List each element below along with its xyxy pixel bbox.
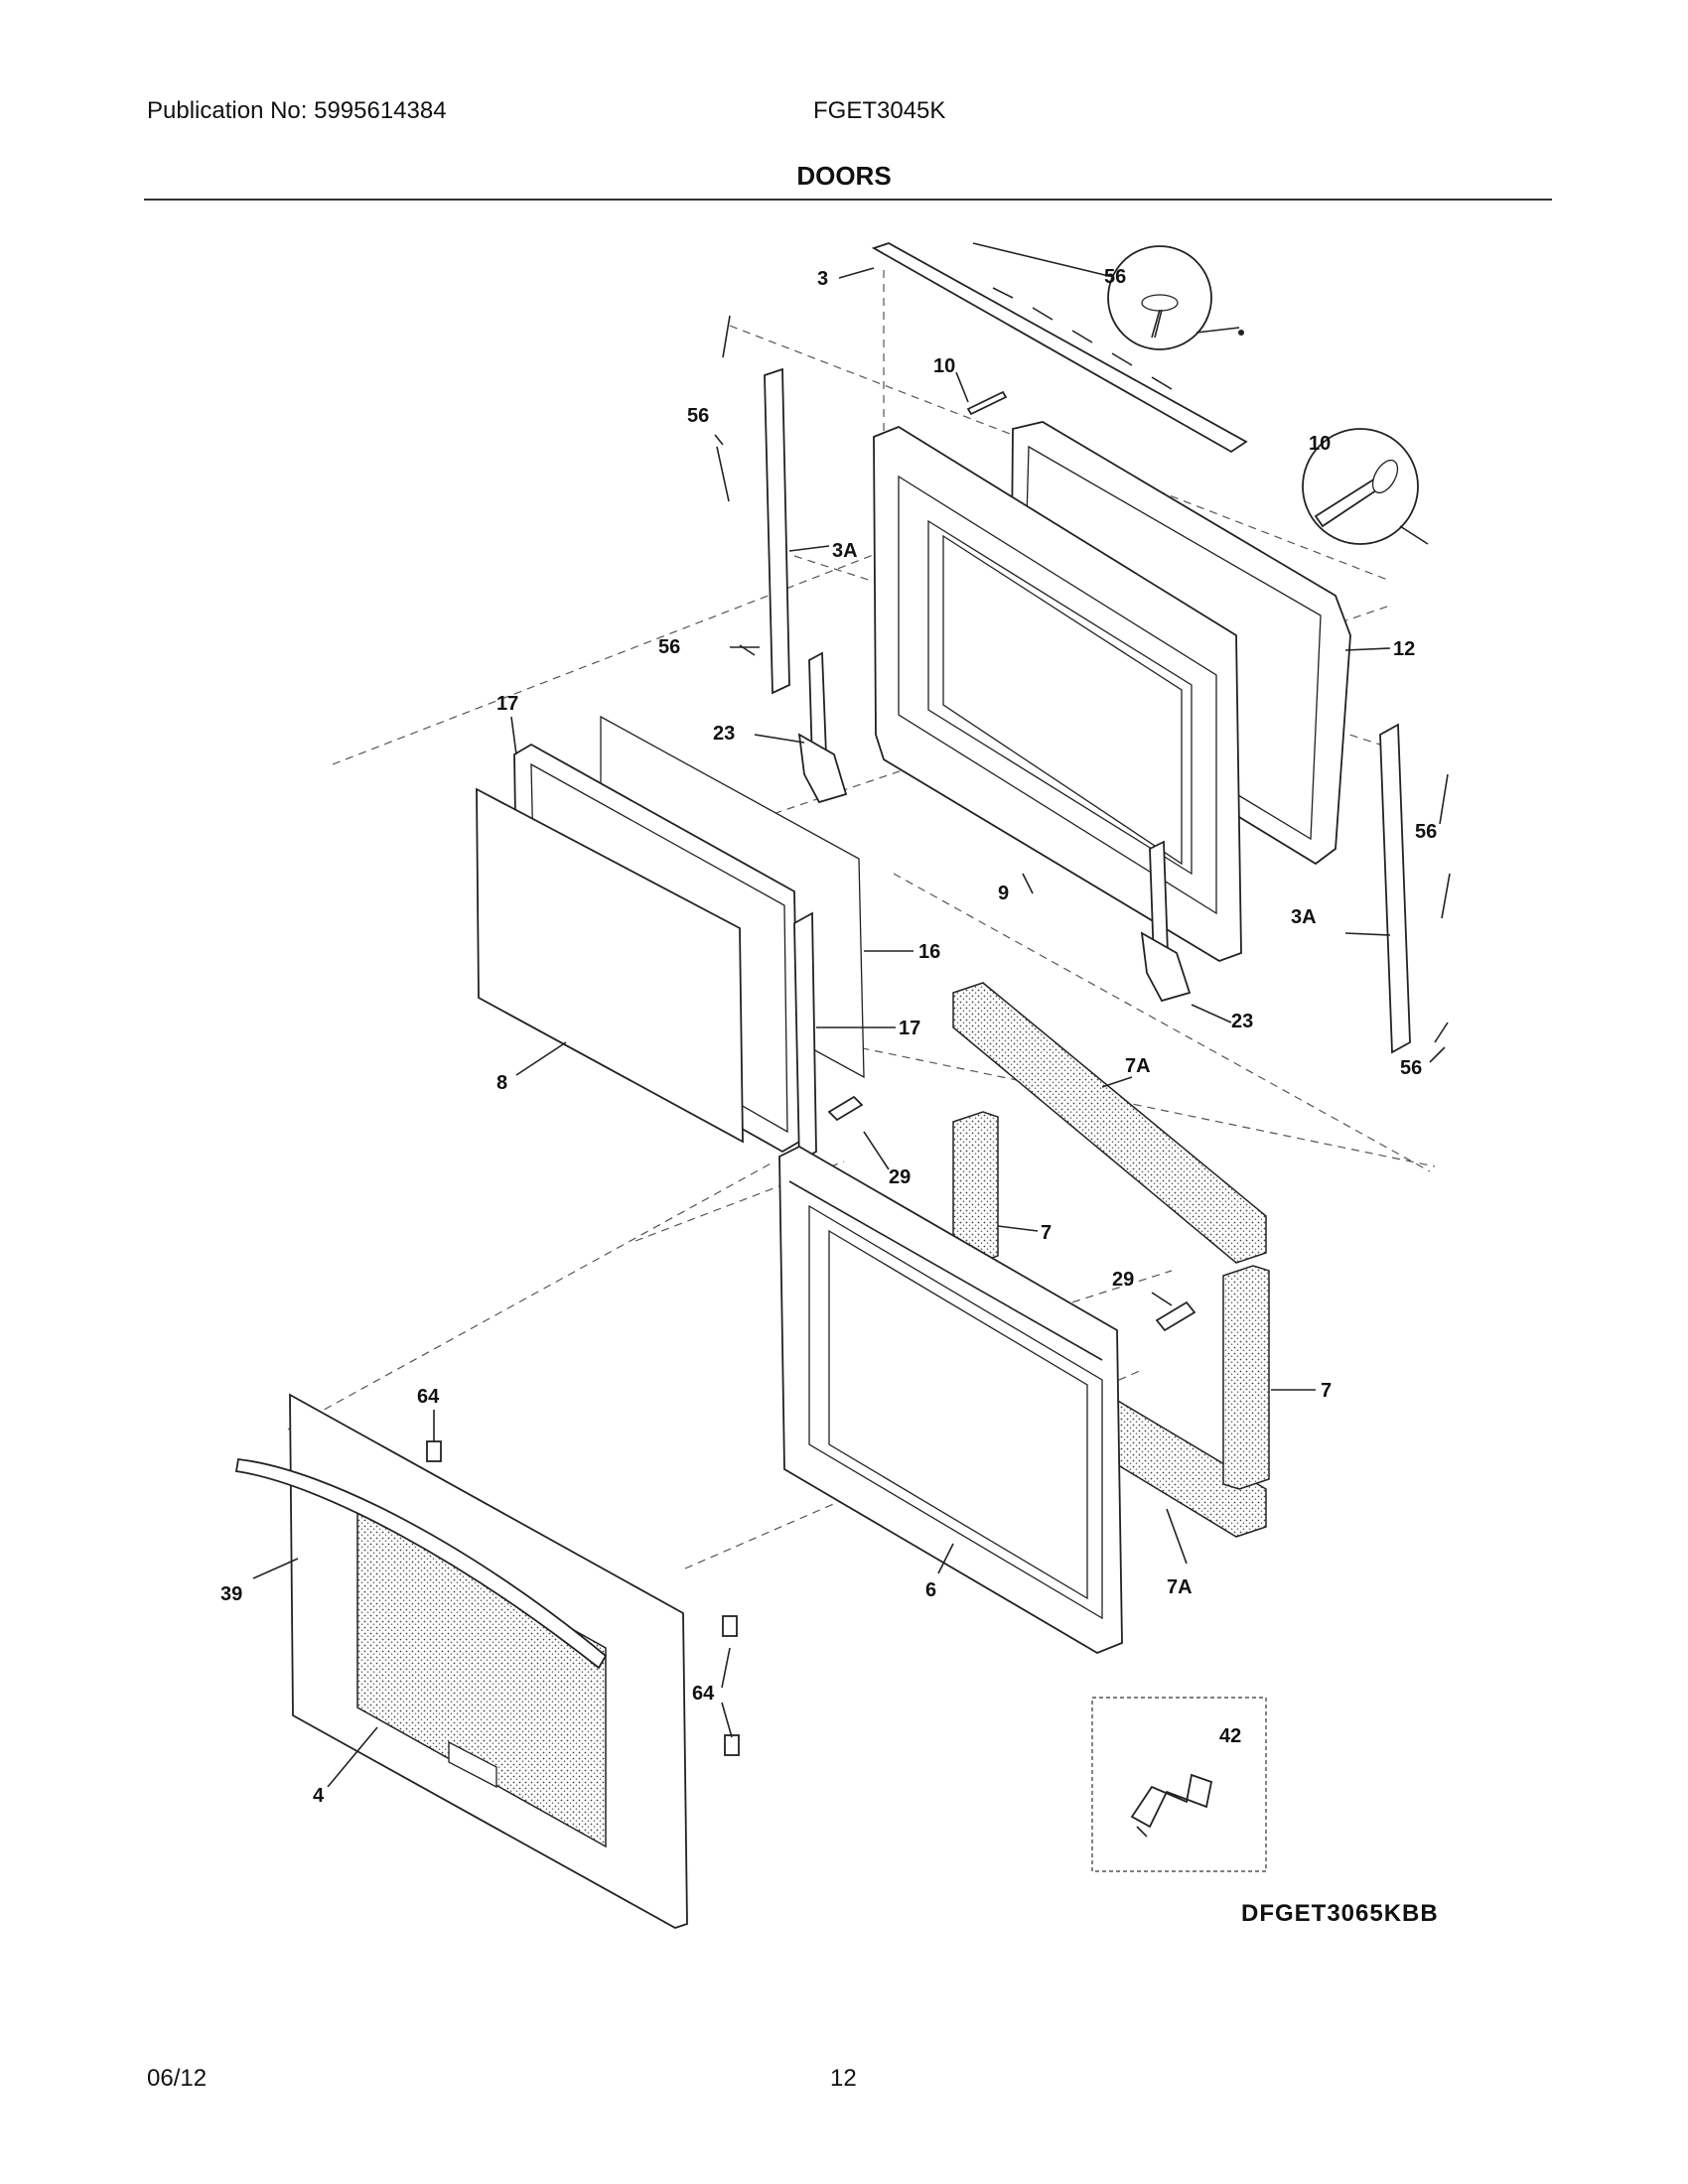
callout-7A-upper: 7A — [1125, 1055, 1151, 1077]
callout-64-upper: 64 — [417, 1386, 440, 1408]
part-29-spacer-lower — [1155, 1300, 1196, 1332]
callout-7-right: 7 — [1321, 1380, 1332, 1402]
callout-10: 10 — [933, 355, 955, 377]
model-number: FGET3045K — [813, 97, 946, 124]
part-3A-right-trim — [1379, 723, 1411, 1054]
callout-56-lower: 56 — [1400, 1057, 1422, 1079]
part-6-door-liner — [778, 1145, 1123, 1654]
publication-date: 06/12 — [147, 2065, 208, 2092]
part-7-insulation-right — [1222, 1265, 1270, 1490]
detail-circle-56 — [1107, 245, 1240, 350]
part-29-spacer-upper — [827, 1095, 864, 1122]
part-64-bumper-upper — [426, 1440, 442, 1462]
callout-labels: 3 56 10 56 10 3A 56 12 17 23 16 17 8 9 5… — [220, 266, 1439, 1927]
callout-3A-right: 3A — [1291, 906, 1317, 928]
callout-leader-lines — [252, 267, 1446, 1788]
publication-number: Publication No: 5995614384 — [147, 97, 447, 124]
callout-17-upper: 17 — [496, 693, 518, 715]
part-23-hinge-lower — [1140, 840, 1192, 1003]
callout-64-lower: 64 — [692, 1683, 715, 1705]
callout-3A-left: 3A — [832, 540, 858, 562]
callout-6: 6 — [925, 1579, 936, 1601]
part-39-door-handle — [234, 1458, 608, 1670]
diagram-caption: DFGET3065KBB — [1241, 1900, 1439, 1927]
callout-56-right: 56 — [1415, 821, 1437, 843]
part-64-bumper-lower-b — [724, 1734, 740, 1756]
callout-56-left: 56 — [658, 636, 680, 658]
callout-29-upper: 29 — [889, 1166, 911, 1188]
callout-42: 42 — [1219, 1725, 1241, 1747]
callout-56-detail: 56 — [1104, 266, 1126, 288]
callout-56-upper: 56 — [687, 405, 709, 427]
part-8-outer-glass — [476, 787, 744, 1144]
callout-16: 16 — [918, 941, 940, 963]
part-9-inner-door — [873, 425, 1242, 962]
part-7A-insulation-top — [952, 982, 1267, 1264]
callout-23-lower: 23 — [1231, 1011, 1253, 1032]
part-64-bumper-lower-a — [722, 1615, 738, 1637]
part-3-top-trim — [871, 242, 1248, 454]
callout-29-lower: 29 — [1112, 1269, 1134, 1291]
callout-3: 3 — [817, 268, 828, 290]
part-42-inset-box — [1091, 1697, 1267, 1872]
part-3A-left-trim — [764, 367, 790, 695]
callout-7A-lower: 7A — [1167, 1576, 1193, 1598]
callout-10-detail: 10 — [1309, 433, 1331, 455]
callout-9: 9 — [998, 883, 1009, 904]
detail-circle-10 — [1302, 428, 1429, 545]
page-title: DOORS — [796, 161, 892, 191]
callout-8: 8 — [496, 1072, 507, 1094]
part-23-hinge-upper — [797, 651, 848, 804]
part-10-pin — [966, 390, 1008, 416]
callout-23-upper: 23 — [713, 723, 735, 745]
callout-4: 4 — [313, 1785, 325, 1807]
callout-7-left: 7 — [1041, 1222, 1052, 1244]
callout-17-lower: 17 — [899, 1018, 920, 1039]
callout-12: 12 — [1393, 638, 1415, 660]
part-4-outer-door-panel — [289, 1393, 688, 1929]
callout-39: 39 — [220, 1583, 242, 1605]
header-rule — [144, 199, 1552, 201]
screw-56-parts — [716, 242, 1451, 1043]
page-number: 12 — [830, 2065, 857, 2092]
